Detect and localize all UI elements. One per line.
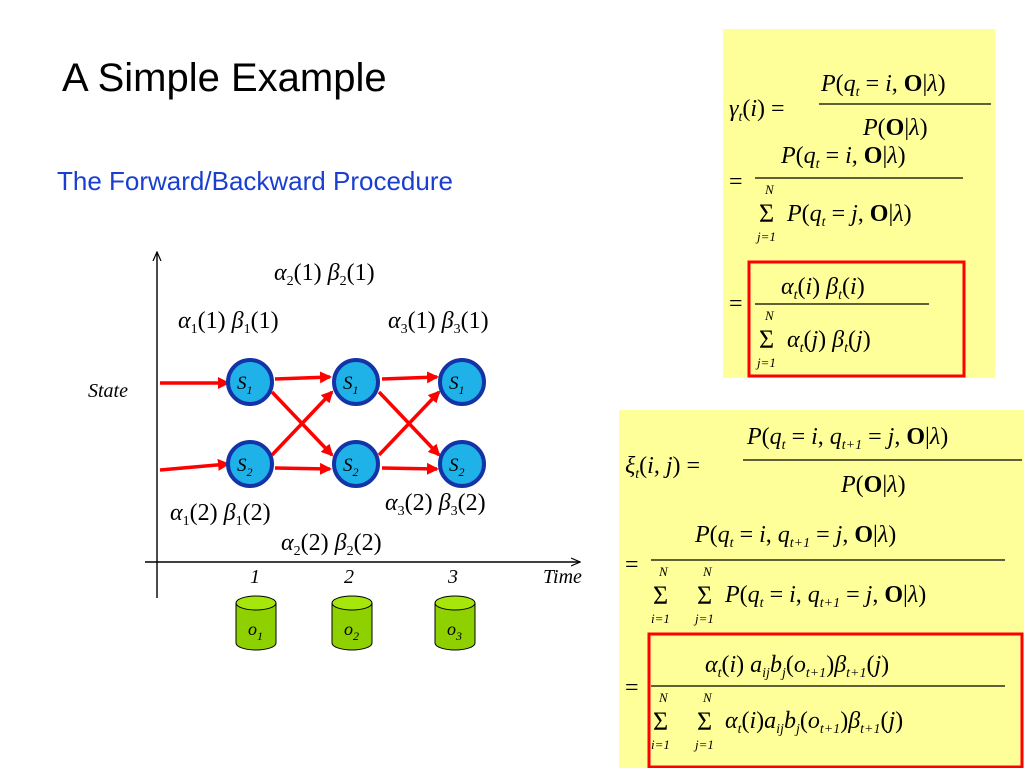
svg-text:Σ: Σ <box>697 581 712 610</box>
svg-text:S2: S2 <box>343 455 359 479</box>
svg-text:j=1: j=1 <box>693 611 714 626</box>
svg-text:i=1: i=1 <box>651 737 670 752</box>
xi-step2-denominator: N Σ i=1 N Σ j=1 P(qt = i, qt+1 = j, O|λ) <box>651 564 926 626</box>
transition-s1-s1-t1 <box>274 371 332 384</box>
observation-o3: o3 <box>434 595 476 651</box>
observation-o2: o2 <box>331 595 373 651</box>
time-tick-2: 2 <box>344 566 354 588</box>
alpha-beta-annotations: α1(1) β1(1) α2(1) β2(1) α3(1) β3(1) α1(2… <box>170 260 489 559</box>
svg-text:=: = <box>625 675 639 701</box>
gamma-formula-box: γt(i) = P(qt = i, O|λ) P(O|λ) = P(qt = i… <box>723 29 995 378</box>
state-node-s1-t3: S1 <box>438 358 486 406</box>
annotation-alpha3-beta3-state2: α3(2) β3(2) <box>385 490 486 519</box>
state-node-s2-t1: S2 <box>226 440 274 488</box>
svg-text:N: N <box>764 182 775 197</box>
gamma-step3-denominator: N Σ j=1 αt(j) βt(j) <box>755 308 871 370</box>
transition-s2-s2-t1 <box>274 462 332 475</box>
svg-text:Σ: Σ <box>759 325 774 354</box>
xi-step2-numerator: P(qt = i, qt+1 = j, O|λ) <box>694 522 896 551</box>
transition-s2-s1-t1 <box>270 390 334 457</box>
svg-text:Σ: Σ <box>653 581 668 610</box>
svg-text:N: N <box>764 308 775 323</box>
x-axis-label: Time <box>543 566 582 588</box>
transition-s1-s1-t2 <box>381 371 439 384</box>
xi-result-highlight <box>647 632 1024 768</box>
transition-s2-s1-t2 <box>377 390 441 457</box>
gamma-lhs: γt(i) = <box>729 96 785 125</box>
svg-text:i=1: i=1 <box>651 611 670 626</box>
xi-numerator: P(qt = i, qt+1 = j, O|λ) <box>746 424 948 453</box>
svg-text:P(qt = j, O|λ): P(qt = j, O|λ) <box>786 201 912 230</box>
transition-arrows <box>159 371 441 475</box>
svg-text:j=1: j=1 <box>755 229 776 244</box>
svg-text:=: = <box>729 291 743 317</box>
svg-text:S1: S1 <box>343 373 359 397</box>
transition-s2-s2-t2 <box>381 462 439 475</box>
svg-text:N: N <box>702 690 713 705</box>
xi-step3-numerator: αt(i) aijbj(ot+1)βt+1(j) <box>705 652 889 681</box>
annotation-alpha2-beta2-state2: α2(2) β2(2) <box>281 530 382 559</box>
svg-text:S2: S2 <box>237 455 253 479</box>
svg-text:S1: S1 <box>237 373 253 397</box>
gamma-step2-denominator: N Σ j=1 P(qt = j, O|λ) <box>755 182 912 244</box>
state-nodes: S1 S1 S1 S2 S2 S2 <box>226 358 486 488</box>
svg-text:=: = <box>729 169 743 195</box>
svg-text:Σ: Σ <box>759 199 774 228</box>
svg-text:j=1: j=1 <box>693 737 714 752</box>
time-tick-3: 3 <box>447 566 458 588</box>
gamma-result-highlight <box>747 260 966 378</box>
gamma-step2-numerator: P(qt = i, O|λ) <box>780 143 906 172</box>
svg-text:P(qt = i, qt+1 = j, O|λ): P(qt = i, qt+1 = j, O|λ) <box>724 582 926 611</box>
slide-title: A Simple Example <box>62 56 387 100</box>
svg-text:N: N <box>702 564 713 579</box>
gamma-denominator: P(O|λ) <box>862 115 928 141</box>
svg-text:o1: o1 <box>248 619 263 643</box>
slide-subtitle: The Forward/Backward Procedure <box>57 166 453 196</box>
annotation-alpha3-beta3-state1: α3(1) β3(1) <box>388 308 489 337</box>
annotation-alpha1-beta1-state1: α1(1) β1(1) <box>178 308 279 337</box>
svg-text:Σ: Σ <box>653 707 668 736</box>
state-node-s1-t2: S1 <box>332 358 380 406</box>
state-node-s2-t2: S2 <box>332 440 380 488</box>
xi-denominator: P(O|λ) <box>840 472 906 498</box>
svg-text:o2: o2 <box>344 619 359 643</box>
observation-o1: o1 <box>235 595 277 651</box>
svg-text:αt(j) βt(j): αt(j) βt(j) <box>787 327 871 356</box>
svg-text:j=1: j=1 <box>755 355 776 370</box>
state-node-s1-t1: S1 <box>226 358 274 406</box>
svg-text:S2: S2 <box>449 455 465 479</box>
gamma-step3-numerator: αt(i) βt(i) <box>781 274 865 303</box>
svg-text:Σ: Σ <box>697 707 712 736</box>
initial-arrow-s2 <box>159 458 230 472</box>
xi-step3-denominator: N Σ i=1 N Σ j=1 αt(i)aijbj(ot+1)βt+1(j) <box>651 690 903 752</box>
y-axis-label: State <box>88 380 128 402</box>
svg-text:o3: o3 <box>447 619 462 643</box>
time-tick-1: 1 <box>250 566 260 588</box>
observation-cylinders: o1 o2 o3 <box>235 595 476 651</box>
svg-text:N: N <box>658 564 669 579</box>
annotation-alpha1-beta1-state2: α1(2) β1(2) <box>170 500 271 529</box>
gamma-numerator: P(qt = i, O|λ) <box>820 71 946 100</box>
xi-formula-box: ξt(i, j) = P(qt = i, qt+1 = j, O|λ) P(O|… <box>619 410 1024 768</box>
svg-text:S1: S1 <box>449 373 465 397</box>
svg-text:N: N <box>658 690 669 705</box>
svg-text:αt(i)aijbj(ot+1)βt+1(j): αt(i)aijbj(ot+1)βt+1(j) <box>725 708 903 737</box>
svg-text:=: = <box>625 552 639 578</box>
state-node-s2-t3: S2 <box>438 440 486 488</box>
annotation-alpha2-beta2-state1: α2(1) β2(1) <box>274 260 375 289</box>
xi-lhs: ξt(i, j) = <box>625 453 700 482</box>
